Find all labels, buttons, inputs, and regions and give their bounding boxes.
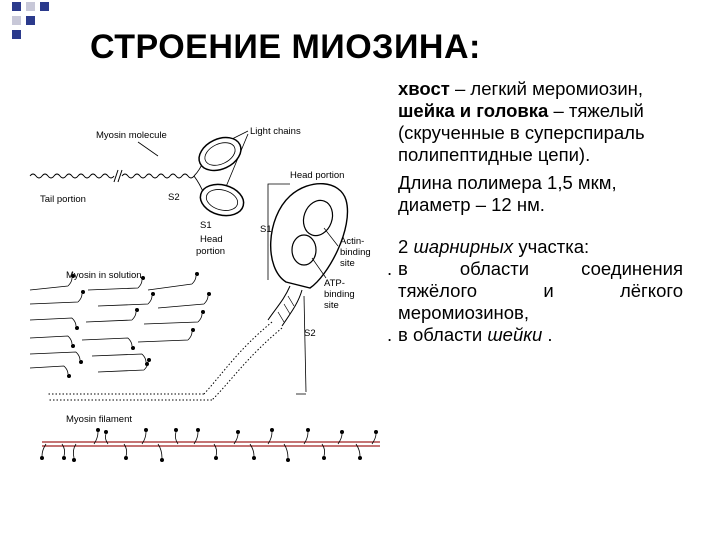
- label-head-left-2: portion: [196, 246, 225, 257]
- myosin-filament: [39, 427, 380, 462]
- head-lower: [199, 183, 245, 217]
- label-s2-right: S2: [304, 328, 316, 339]
- slide-title: СТРОЕНИЕ МИОЗИНА:: [90, 28, 481, 66]
- paragraph-dimensions: Длина полимера 1,5 мкм, диаметр – 12 нм.: [398, 172, 617, 215]
- description-text: хвост – легкий меромиозин, шейка и голов…: [387, 78, 683, 346]
- bullet-1-line-2: тяжёлого и лёгкого: [398, 280, 683, 301]
- bullet-1-line-3: меромиозинов,: [398, 302, 530, 323]
- label-head-left-1: Head: [200, 234, 223, 245]
- paragraph-structure: хвост – легкий меромиозин, шейка и голов…: [398, 78, 683, 166]
- bullet-2-text-a: в области: [398, 324, 488, 345]
- corner-decoration: [12, 2, 49, 39]
- paragraph-hinges: 2 шарнирных участка:: [398, 236, 683, 258]
- label-atp-3: site: [324, 300, 339, 311]
- text-light-meromyosin: – легкий меромиозин,: [449, 78, 644, 99]
- hinge-suffix: участка:: [513, 236, 590, 257]
- hinge-count: 2: [398, 236, 414, 257]
- label-myosin-molecule: Myosin molecule: [96, 130, 167, 141]
- bullet-1-line-1: .в области соединения: [387, 258, 683, 279]
- term-tail: хвост: [398, 78, 450, 99]
- label-actin-3: site: [340, 258, 355, 269]
- label-s2-left: S2: [168, 192, 180, 203]
- label-actin-2: binding: [340, 247, 371, 258]
- label-tail-portion: Tail portion: [40, 194, 86, 205]
- label-s1-right: S1: [260, 224, 272, 235]
- myosin-diagram: Myosin molecule Light chains Tail portio…: [29, 126, 380, 462]
- term-neck: шейки: [487, 324, 543, 345]
- neck-dotted: [203, 321, 273, 395]
- myosin-solution-molecules: [29, 271, 211, 378]
- label-actin-1: Actin-: [340, 236, 364, 247]
- label-s1-left: S1: [200, 220, 212, 231]
- label-head-portion: Head portion: [290, 170, 344, 181]
- label-light-chains: Light chains: [250, 126, 301, 137]
- tail-dotted: [48, 393, 212, 401]
- text-heavy-meromyosin: – тяжелый (скрученные в суперспираль пол…: [398, 100, 645, 165]
- bullet-2: .в области шейки .: [387, 324, 683, 346]
- bullet-1-marker: .: [387, 258, 393, 279]
- head-upper: [198, 136, 242, 172]
- bullet-2-text-b: .: [542, 324, 553, 345]
- label-atp-2: binding: [324, 289, 355, 300]
- bullet-2-marker: .: [387, 324, 393, 345]
- label-myosin-in-solution: Myosin in solution: [66, 270, 142, 281]
- label-myosin-filament: Myosin filament: [66, 414, 132, 425]
- term-hinge: шарнирных: [413, 236, 514, 257]
- term-neck-head: шейка и головка: [398, 100, 549, 121]
- label-atp-1: ATP-: [324, 278, 345, 289]
- tail-coil: [29, 173, 195, 179]
